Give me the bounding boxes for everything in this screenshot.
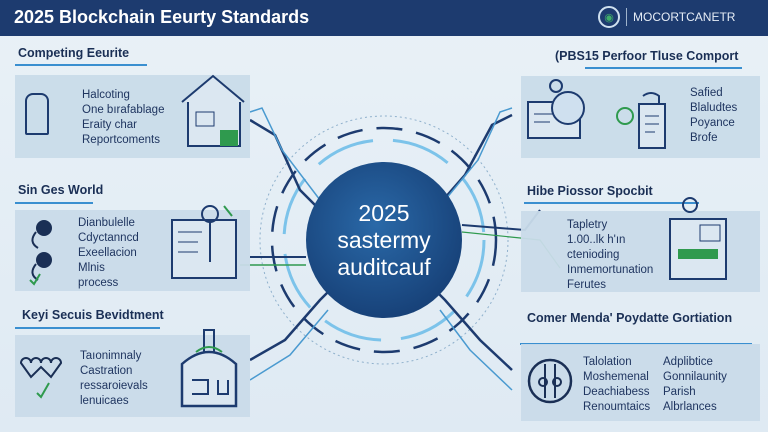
secure-vault-icon	[180, 329, 238, 408]
center-line: 2025	[358, 199, 410, 226]
balance-circle-icon	[527, 358, 573, 404]
section-heading: Competing Eeurite	[18, 46, 130, 60]
center-line: auditcauf	[337, 253, 431, 280]
logo: ◉ MOCORTCANETR	[598, 6, 735, 28]
heading-underline	[15, 327, 160, 329]
heading-underline	[524, 202, 699, 204]
laptop-globe-icon	[527, 79, 585, 139]
connected-nodes-icon	[29, 220, 52, 286]
logo-text: MOCORTCANETR	[633, 10, 736, 24]
heading-underline	[15, 64, 147, 66]
section-heading: Comer Menda' Poydatte Gortiation	[527, 311, 733, 325]
heading-underline	[15, 202, 93, 204]
document-magnifier-icon	[171, 205, 237, 279]
heading-underline	[585, 67, 742, 69]
section-heading: Sin Ges World	[18, 183, 104, 197]
section-heading: Hibe Piossor Spocbit	[527, 184, 653, 198]
center-line: sastermy	[337, 226, 431, 253]
section-heading: (PBS15 Perfoor Tluse Comport	[555, 49, 739, 63]
globe-icon: ◉	[598, 6, 620, 28]
microphone-shield-icon	[25, 93, 49, 135]
clipboard-icon	[616, 92, 666, 149]
building-icon	[181, 74, 245, 147]
divider	[626, 8, 627, 26]
section-heading: Keyi Secuis Bevidtment	[22, 308, 164, 322]
hearts-check-icon	[19, 357, 63, 399]
page-title: 2025 Blockchain Eeurty Standards	[14, 7, 310, 27]
center-circle: 2025 sastermy auditcauf	[306, 162, 462, 318]
server-machine-icon	[669, 197, 727, 280]
header-bar: 2025 Blockchain Eeurty Standards ◉ MOCOR…	[0, 0, 768, 36]
